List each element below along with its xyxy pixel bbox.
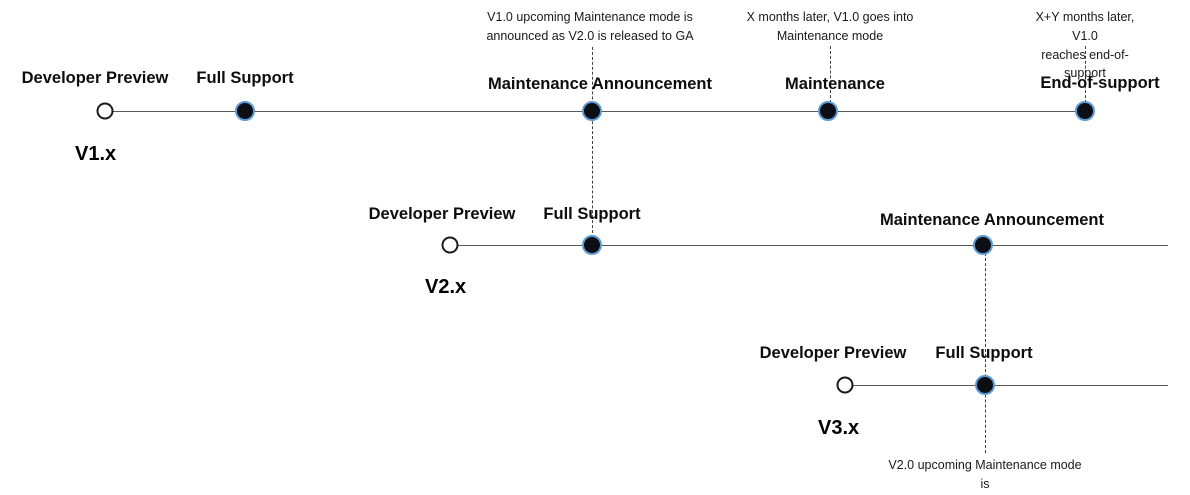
v2-full-support-label: Full Support: [543, 205, 641, 223]
v1-developer-preview-dot: [96, 102, 114, 120]
v1-maintenance-announcement-label: Maintenance Announcement: [488, 75, 712, 93]
v3-developer-preview-dot: [836, 376, 854, 394]
v2-developer-preview-label: Developer Preview: [368, 205, 516, 223]
v2-maintenance-announcement-dot: [973, 235, 993, 255]
timeline-line-v2: [450, 245, 1168, 246]
version-label-v2: V2.x: [425, 276, 467, 298]
v1-end-of-support-label: End-of-support: [1040, 74, 1160, 92]
annotation-v1-maintenance-announced: V1.0 upcoming Maintenance mode is announ…: [486, 10, 694, 43]
version-label-v3: V3.x: [818, 417, 860, 439]
annotation-v1-end-of-support: X+Y months later, V1.0 reaches end-of-su…: [1035, 10, 1135, 81]
v1-maintenance-label: Maintenance: [785, 75, 885, 93]
v2-full-support-dot: [582, 235, 602, 255]
version-label-v1: V1.x: [75, 143, 117, 165]
v2-developer-preview-dot: [441, 236, 459, 254]
v1-full-support-label: Full Support: [196, 69, 294, 87]
v1-developer-preview-label: Developer Preview: [21, 69, 169, 87]
v2-maintenance-announcement-label: Maintenance Announcement: [880, 211, 1104, 229]
v1-maintenance-dot: [818, 101, 838, 121]
dashed-connector-maintenance-announcement-v2: [985, 253, 986, 453]
v3-developer-preview-label: Developer Preview: [759, 344, 907, 362]
dashed-connector-end-of-support-v1: [1085, 46, 1086, 103]
v3-full-support-label: Full Support: [935, 344, 1033, 362]
dashed-connector-maintenance-announcement-v1: [592, 47, 593, 238]
v1-full-support-dot: [235, 101, 255, 121]
annotation-v2-maintenance-announced: V2.0 upcoming Maintenance mode is announ…: [888, 458, 1082, 491]
dashed-connector-maintenance-v1: [830, 46, 831, 103]
timeline-line-v3: [845, 385, 1168, 386]
annotation-v1-maintenance-mode: X months later, V1.0 goes into Maintenan…: [746, 10, 914, 43]
v3-full-support-dot: [975, 375, 995, 395]
v1-end-of-support-dot: [1075, 101, 1095, 121]
v1-maintenance-announcement-dot: [582, 101, 602, 121]
